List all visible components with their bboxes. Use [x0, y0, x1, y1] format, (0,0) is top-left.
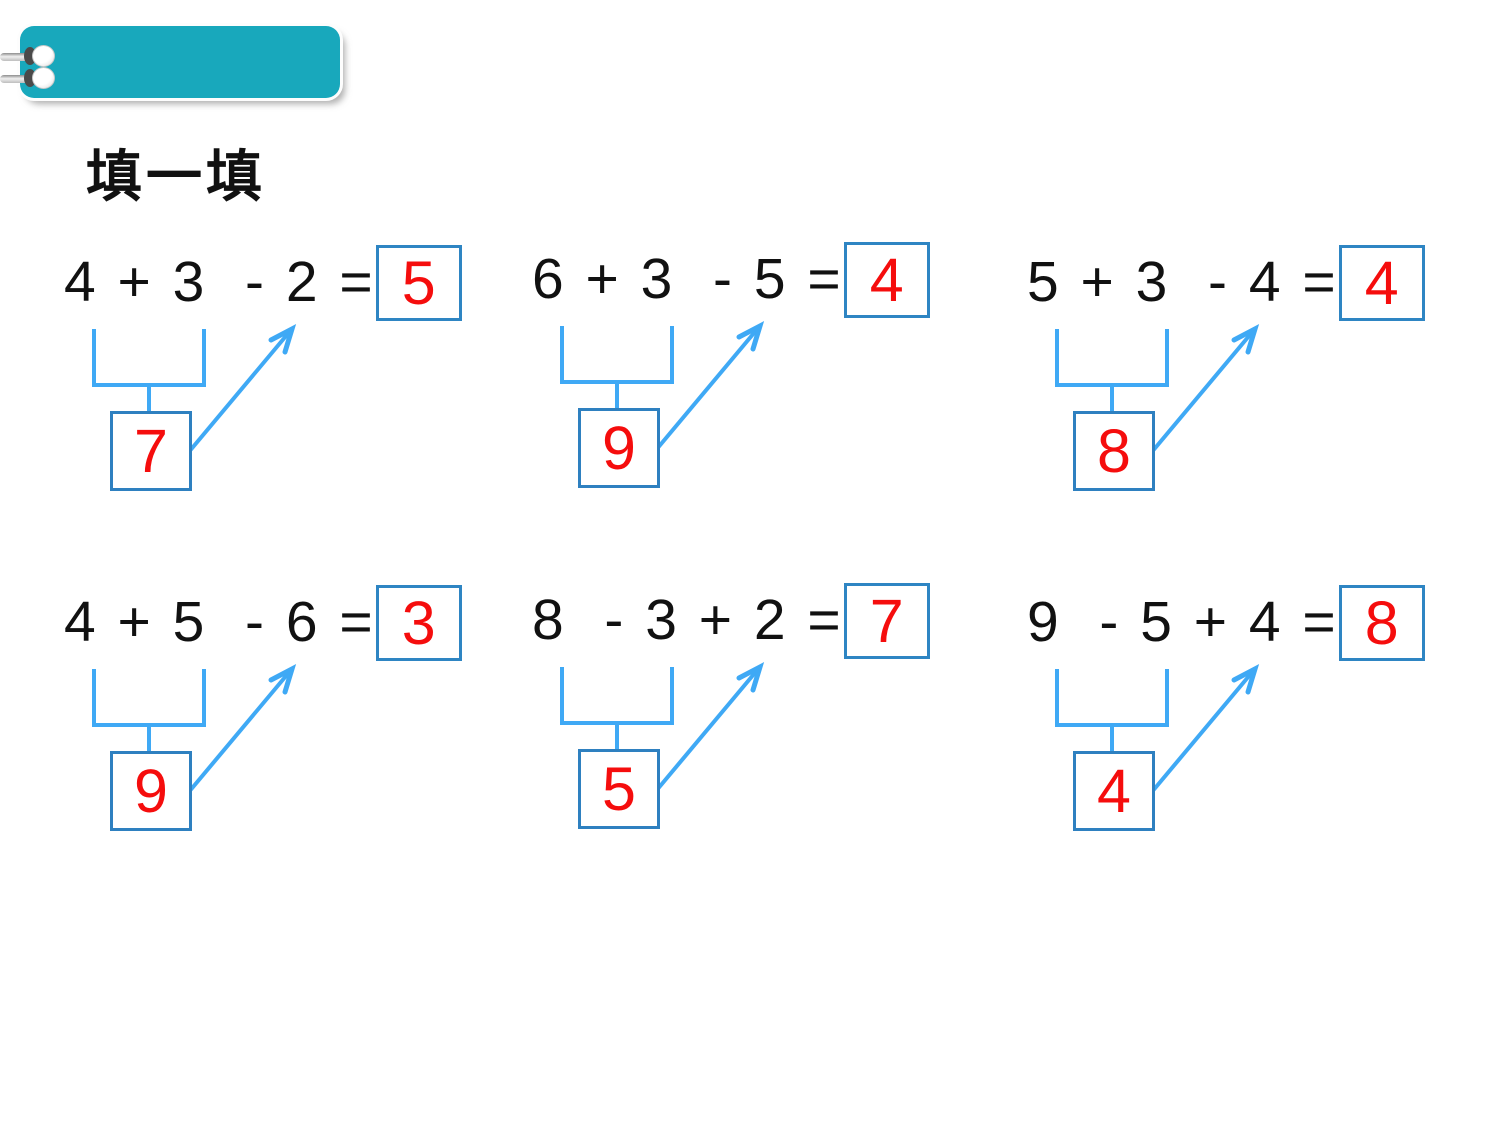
equation-row: 5 + 3 - 4 = 4 [1027, 245, 1425, 321]
arrow-head-icon [268, 664, 297, 695]
sum-value: 9 [602, 413, 636, 482]
problem-2: 6 + 3 - 5 = 4 9 [526, 242, 996, 542]
grouping-bracket [92, 669, 206, 727]
sum-value: 5 [602, 754, 636, 823]
answer-box: 7 [843, 583, 930, 659]
problem-6: 9 - 5 + 4 = 8 4 [1021, 585, 1491, 885]
equation-text: 9 - 5 + 4 = [1027, 590, 1339, 655]
bracket-arrow-connector [92, 324, 297, 455]
equation-text: 6 + 3 - 5 = [532, 247, 844, 312]
bracket-arrow-connector [1055, 664, 1260, 795]
sum-box: 4 [1073, 751, 1155, 831]
sum-value: 7 [134, 416, 168, 485]
ring-ball [32, 45, 55, 67]
arrow-head-icon [268, 324, 297, 355]
sum-box: 9 [578, 408, 660, 488]
problem-3: 5 + 3 - 4 = 4 8 [1021, 245, 1491, 545]
problem-5: 8 - 3 + 2 = 7 5 [526, 583, 996, 883]
binder-rings-icon [0, 40, 60, 90]
equation-text: 8 - 3 + 2 = [532, 588, 844, 653]
bracket-arrow-connector [560, 662, 765, 793]
answer-value: 8 [1364, 588, 1399, 657]
arrow-line [186, 668, 293, 795]
answer-value: 7 [869, 586, 904, 655]
binder-ring-icon [0, 44, 60, 70]
answer-value: 3 [401, 588, 436, 657]
bracket-arrow-connector [1055, 324, 1260, 455]
binder-ring-icon [0, 66, 60, 92]
bracket-arrow-connector [92, 664, 297, 795]
sum-value: 9 [134, 756, 168, 825]
equation-row: 4 + 3 - 2 = 5 [64, 245, 462, 321]
arrow-head-icon [736, 321, 765, 352]
grouping-bracket [560, 667, 674, 725]
sum-box: 9 [110, 751, 192, 831]
problem-1: 4 + 3 - 2 = 5 7 [58, 245, 528, 545]
arrow-line [654, 666, 761, 793]
arrow-line [186, 328, 293, 455]
equation-text: 5 + 3 - 4 = [1027, 250, 1339, 315]
grouping-bracket [1055, 669, 1169, 727]
answer-value: 4 [1364, 248, 1399, 317]
equation-row: 8 - 3 + 2 = 7 [532, 583, 930, 659]
arrow-head-icon [1231, 324, 1260, 355]
page-title: 填一填 [86, 145, 266, 208]
arrow-head-icon [736, 662, 765, 693]
arrow-line [1149, 328, 1256, 455]
answer-box: 8 [1338, 585, 1425, 661]
answer-box: 3 [375, 585, 462, 661]
sum-box: 5 [578, 749, 660, 829]
grouping-bracket [92, 329, 206, 387]
equation-text: 4 + 5 - 6 = [64, 590, 376, 655]
answer-box: 4 [1338, 245, 1425, 321]
problem-4: 4 + 5 - 6 = 3 9 [58, 585, 528, 885]
answer-box: 5 [375, 245, 462, 321]
equation-text: 4 + 3 - 2 = [64, 250, 376, 315]
sum-box: 7 [110, 411, 192, 491]
equation-row: 4 + 5 - 6 = 3 [64, 585, 462, 661]
ring-ball [32, 67, 55, 89]
answer-value: 5 [401, 248, 436, 317]
section-banner [20, 26, 340, 98]
arrow-head-icon [1231, 664, 1260, 695]
arrow-line [1149, 668, 1256, 795]
grouping-bracket [1055, 329, 1169, 387]
sum-value: 8 [1097, 416, 1131, 485]
ring-rod [0, 75, 36, 83]
answer-box: 4 [843, 242, 930, 318]
arrow-line [654, 325, 761, 452]
equation-row: 6 + 3 - 5 = 4 [532, 242, 930, 318]
sum-box: 8 [1073, 411, 1155, 491]
bracket-arrow-connector [560, 321, 765, 452]
sum-value: 4 [1097, 756, 1131, 825]
answer-value: 4 [869, 245, 904, 314]
grouping-bracket [560, 326, 674, 384]
ring-rod [0, 53, 36, 61]
equation-row: 9 - 5 + 4 = 8 [1027, 585, 1425, 661]
